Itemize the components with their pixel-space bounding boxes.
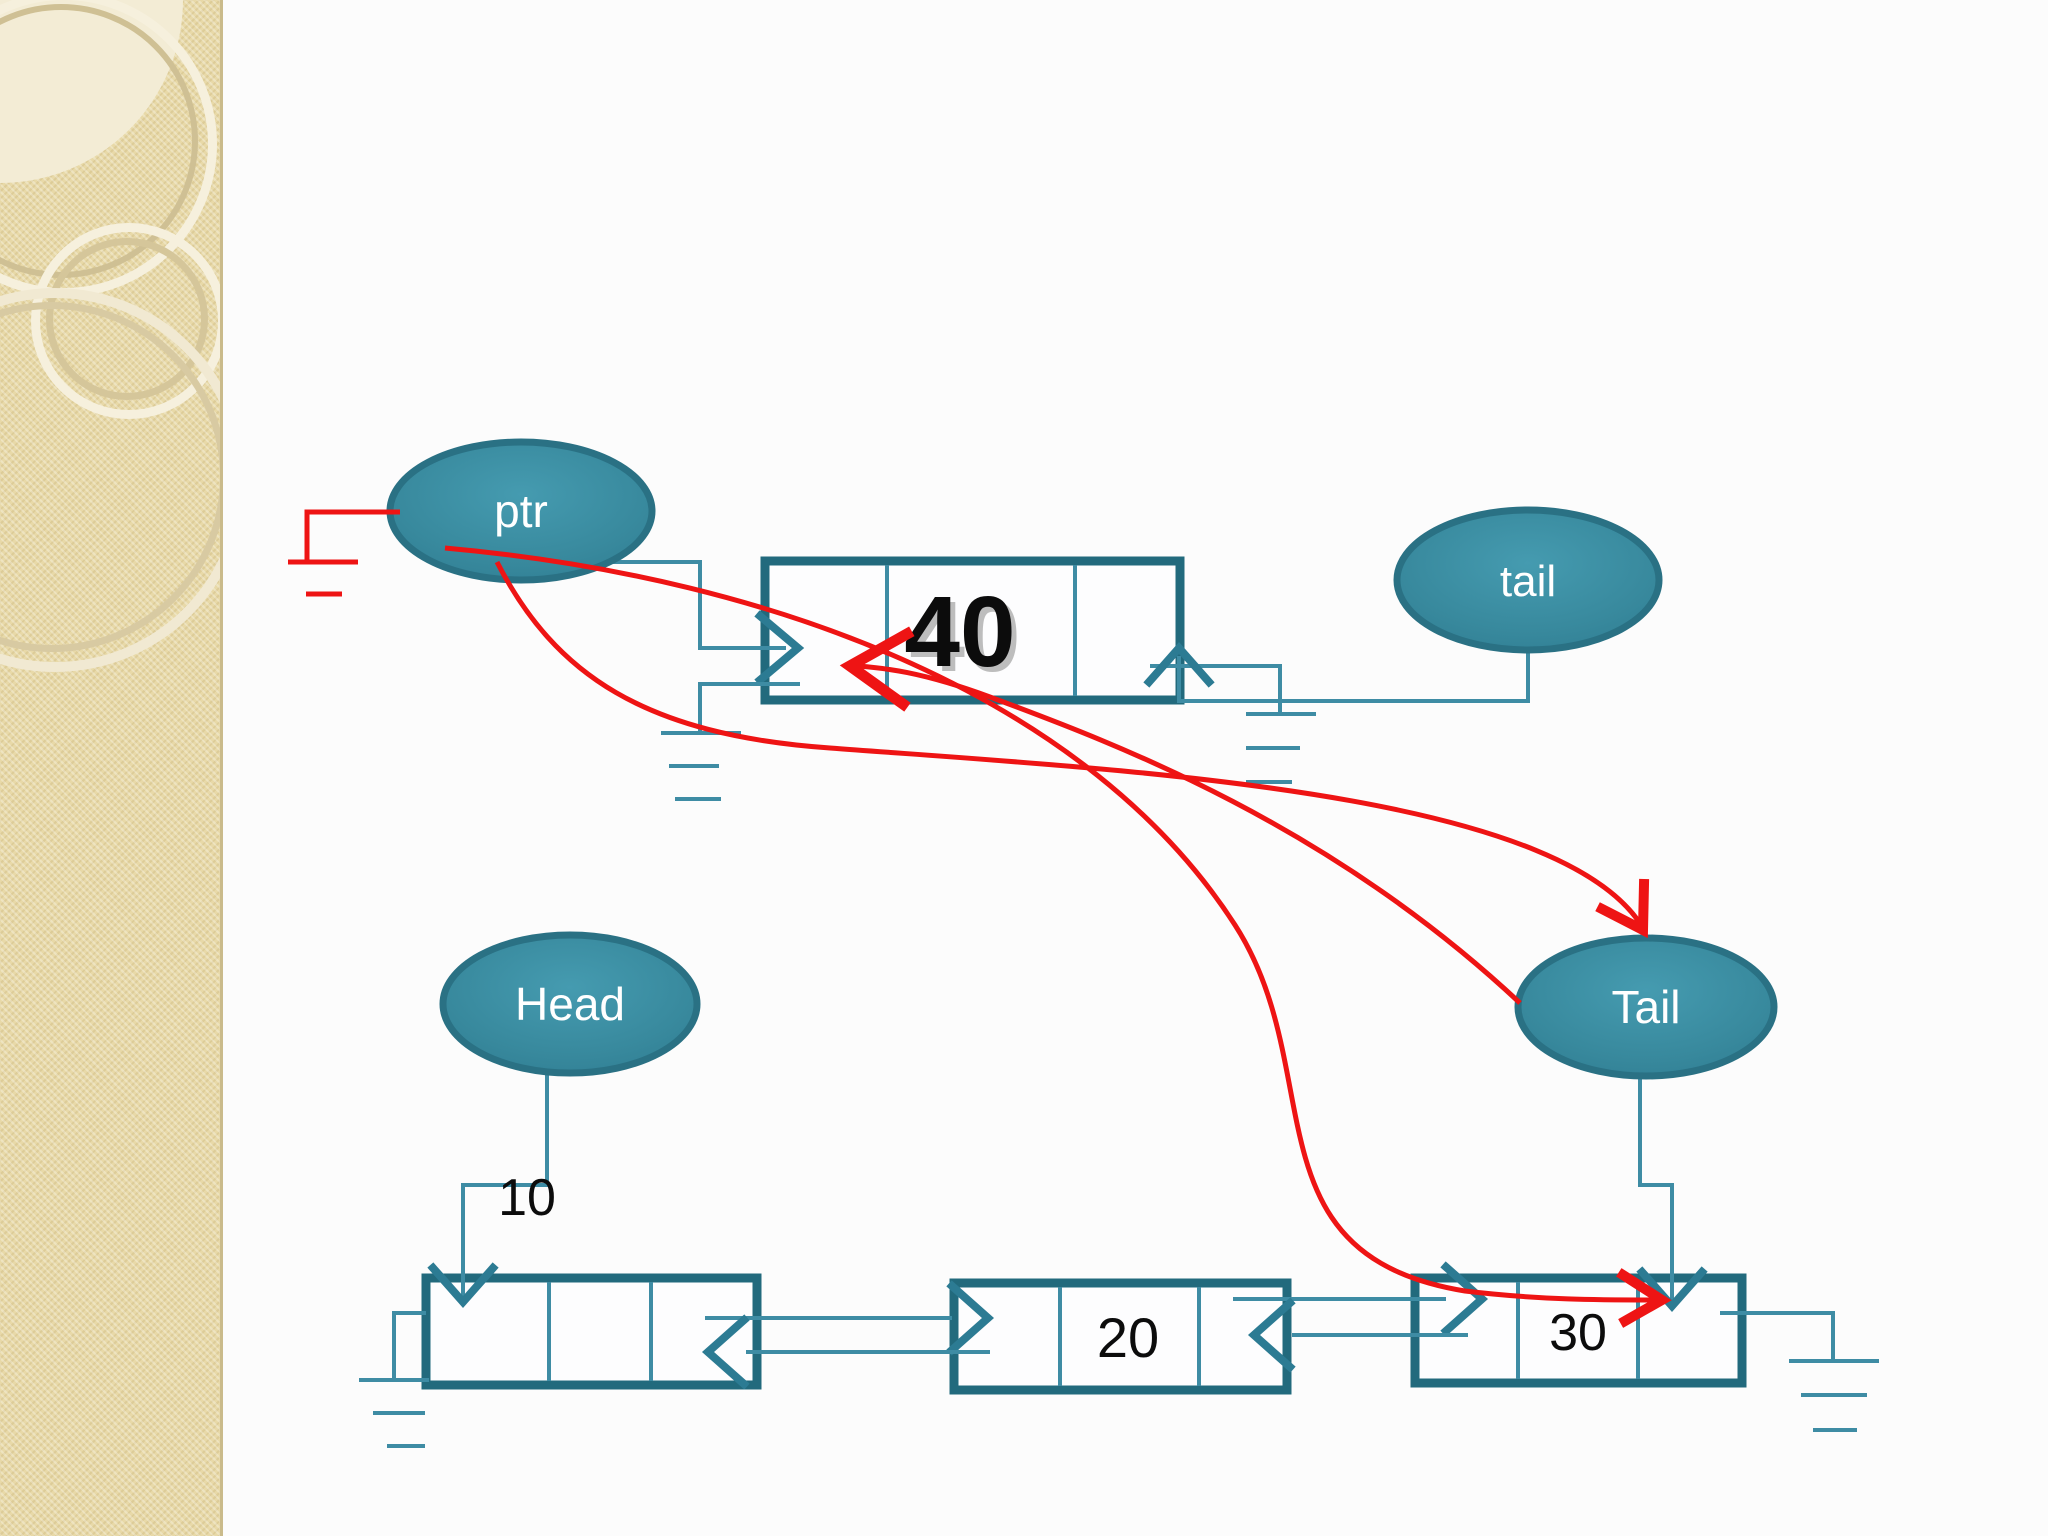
head-to-node1-arrowhead-icon	[427, 1262, 499, 1309]
newnode-next-ground-icon	[1246, 712, 1316, 784]
tail-ellipse: tail	[1393, 506, 1663, 654]
node2-value: 20	[1097, 1306, 1159, 1369]
red-arrowhead-newnode-icon	[839, 626, 915, 712]
tailcap-to-node3-connector	[1638, 1076, 1674, 1300]
node-30-box	[1410, 1273, 1747, 1388]
head-label: Head	[515, 978, 625, 1030]
tail-to-newnode-connector	[1177, 649, 1530, 703]
head-ellipse: Head	[439, 931, 701, 1077]
node-10-box	[421, 1273, 762, 1390]
tail-cap-label: Tail	[1611, 981, 1680, 1033]
node1-prev-null-connector	[392, 1311, 426, 1378]
sidebar-decoration	[0, 0, 223, 1536]
node2-prev-arrowhead-icon	[701, 1314, 750, 1390]
tailcap-to-node3-arrowhead-icon	[1636, 1266, 1708, 1313]
ptr-to-newnode-connector	[612, 560, 786, 650]
node3-next-null-connector	[1720, 1311, 1835, 1359]
node3-next-ground-icon	[1789, 1359, 1879, 1432]
node-20-box	[949, 1278, 1292, 1395]
red-curve-ptr-to-tailcap	[494, 560, 1646, 930]
node1-floating-value: 10	[498, 1169, 556, 1227]
new-node-value-shadow: 40	[909, 581, 1020, 693]
new-node-value: 40	[904, 576, 1015, 688]
node1-rect	[421, 1273, 762, 1390]
node2-next-arrowhead-icon	[1440, 1261, 1489, 1337]
red-curve-ptr-to-node3	[444, 545, 1657, 1303]
node1-prev-ground-icon	[359, 1378, 429, 1448]
ptr-to-newnode-arrowhead-icon	[754, 610, 805, 686]
tail-cap-ellipse: Tail	[1514, 934, 1778, 1080]
red-curve-tailcap-to-newnode	[857, 663, 1522, 1005]
node1-next-arrowhead-icon	[946, 1280, 995, 1356]
red-arrowhead-tailcap-icon	[1595, 878, 1650, 939]
tail-to-newnode-arrowhead-icon	[1143, 641, 1215, 688]
node3-value: 30	[1549, 1304, 1607, 1362]
node2-rect	[949, 1278, 1292, 1395]
ptr-ellipse: ptr	[386, 438, 656, 584]
head-to-node1-connector	[461, 1073, 549, 1296]
tail-label: tail	[1500, 557, 1556, 606]
node3-rect	[1410, 1273, 1747, 1388]
ptr-red-ground-icon	[288, 509, 400, 597]
node3-prev-arrowhead-icon	[1247, 1297, 1296, 1373]
ptr-label: ptr	[494, 485, 548, 537]
newnode-prev-ground-icon	[661, 731, 741, 801]
red-arrowhead-node3-icon	[1616, 1268, 1672, 1328]
newnode-prev-null-connector	[698, 682, 800, 731]
